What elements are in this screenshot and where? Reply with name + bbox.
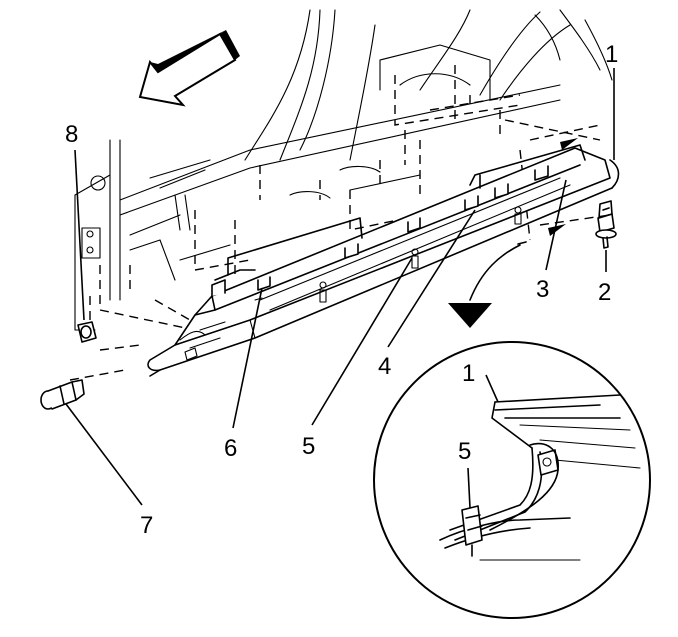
callout-1-detail: 1: [462, 360, 475, 387]
callout-6: 6: [224, 435, 237, 462]
forward-arrow-icon: [138, 30, 240, 107]
alignment-lines: [69, 65, 611, 381]
callout-3: 3: [536, 276, 549, 303]
retainer-clips: [184, 144, 586, 361]
screw-fastener: [595, 200, 617, 249]
rocker-panel-molding: [147, 147, 620, 377]
callout-2-screw: 2: [598, 279, 611, 306]
callout-4: 4: [378, 353, 391, 380]
callout-8-nut: 8: [65, 121, 78, 148]
callout-1-molding: 1: [605, 41, 618, 68]
detail-view-circle: [373, 341, 651, 619]
leader-lines: [65, 68, 615, 509]
curved-arrow-icon: [448, 241, 527, 328]
callout-5-detail: 5: [458, 438, 471, 465]
vehicle-body: [74, 9, 613, 331]
callout-5-clip: 5: [302, 433, 315, 460]
callout-7-pin: 7: [140, 512, 153, 539]
nut-fastener: [77, 321, 97, 343]
push-pin-fastener: [40, 379, 85, 410]
insert-arrows: [548, 138, 578, 236]
